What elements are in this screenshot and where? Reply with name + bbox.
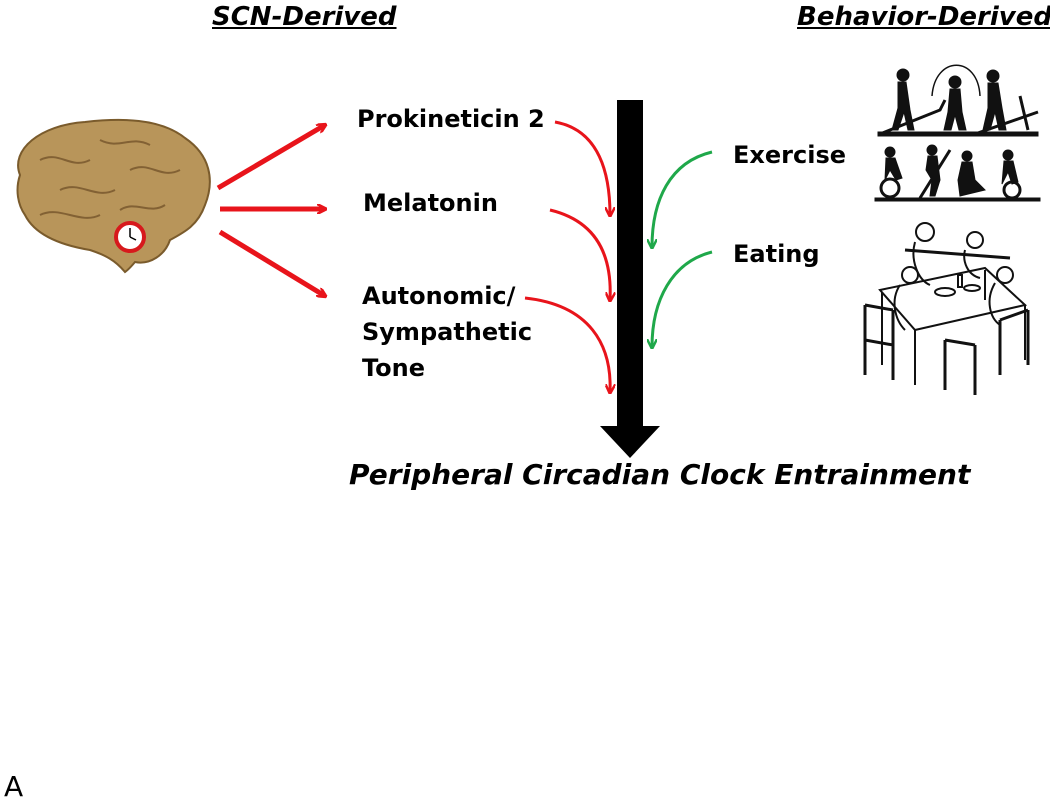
dining-table-sketch-icon [863, 222, 1030, 395]
curve-prokineticin-to-main [554, 120, 610, 215]
main-downward-arrow [600, 100, 660, 458]
label-exercise: Exercise [733, 141, 847, 169]
arrow-brain-to-prokineticin [216, 125, 325, 191]
arrow-brain-to-autonomic [218, 229, 325, 296]
outcome-label: Peripheral Circadian Clock Entrainment [349, 458, 971, 491]
curve-autonomic-to-main [524, 296, 610, 392]
curve-exercise-to-main [652, 150, 713, 247]
label-melatonin: Melatonin [363, 189, 498, 217]
label-autonomic-line1: Autonomic/ [362, 282, 516, 310]
header-behavior-derived: Behavior-Derived [797, 2, 1050, 32]
label-autonomic-line3: Tone [362, 354, 426, 382]
brain-with-clock-icon [16, 118, 211, 274]
header-scn-derived: SCN-Derived [212, 2, 397, 32]
label-autonomic-line2: Sympathetic [362, 318, 533, 346]
curve-melatonin-to-main [549, 208, 610, 300]
panel-letter: A [4, 770, 24, 803]
label-prokineticin: Prokineticin 2 [357, 105, 545, 133]
label-eating: Eating [733, 240, 820, 268]
curve-eating-to-main [652, 250, 713, 347]
exercise-silhouettes-icon [874, 64, 1041, 202]
